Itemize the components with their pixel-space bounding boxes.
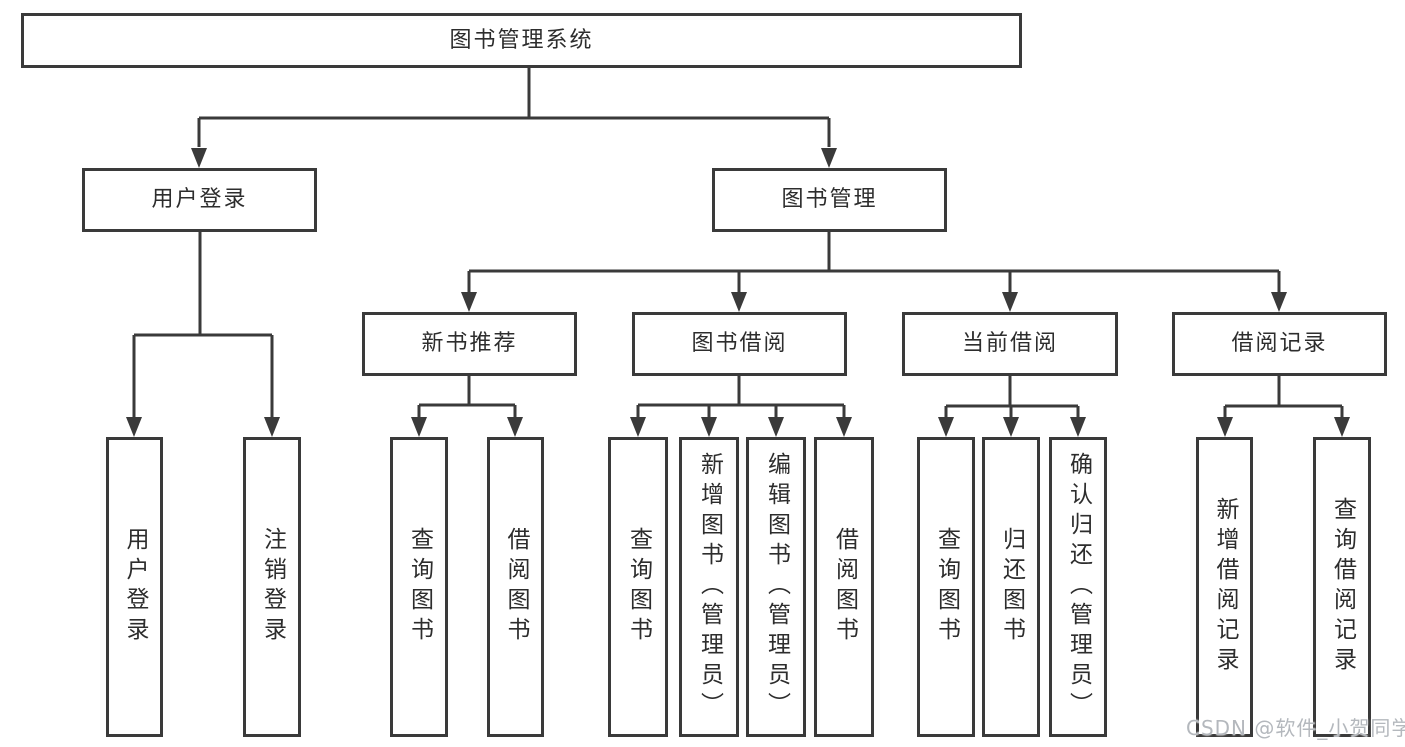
node-current-borrowing: 当前借阅: [902, 312, 1118, 376]
node-book-management: 图书管理: [712, 168, 947, 232]
connector-bookmgmt-to-level3: [461, 232, 1287, 312]
leaf-borrowing-query-books: 查询图书: [608, 437, 668, 737]
leaf-current-query-books: 查询图书: [917, 437, 975, 737]
node-user-login: 用户登录: [82, 168, 317, 232]
leaf-borrowing-edit-books-admin: 编辑图书（管理员）: [746, 437, 806, 737]
leaf-newbook-query-books: 查询图书: [390, 437, 448, 737]
connector-newbook-to-leaves: [411, 376, 523, 437]
connector-bookborrow-to-leaves: [630, 376, 852, 437]
node-borrowing-records: 借阅记录: [1172, 312, 1387, 376]
leaf-logout: 注销登录: [243, 437, 301, 737]
leaf-borrowing-add-books-admin: 新增图书（管理员）: [679, 437, 739, 737]
leaf-newbook-borrow-books: 借阅图书: [487, 437, 544, 737]
node-book-borrowing: 图书借阅: [632, 312, 847, 376]
node-new-book-recommend: 新书推荐: [362, 312, 577, 376]
leaf-user-login: 用户登录: [106, 437, 163, 737]
leaf-borrowing-borrow-books: 借阅图书: [814, 437, 874, 737]
node-library-system: 图书管理系统: [21, 13, 1022, 68]
leaf-records-query-record: 查询借阅记录: [1313, 437, 1371, 737]
watermark-text: CSDN @软件_小贺同学: [1186, 716, 1405, 740]
connector-curborrow-to-leaves: [938, 376, 1086, 437]
leaf-records-add-record: 新增借阅记录: [1196, 437, 1253, 737]
connector-root-to-level2: [191, 68, 837, 168]
leaf-current-return-books: 归还图书: [982, 437, 1040, 737]
connector-userlogin-to-leaves: [126, 232, 280, 437]
connector-records-to-leaves: [1217, 376, 1350, 437]
leaf-current-confirm-return-admin: 确认归还（管理员）: [1049, 437, 1107, 737]
